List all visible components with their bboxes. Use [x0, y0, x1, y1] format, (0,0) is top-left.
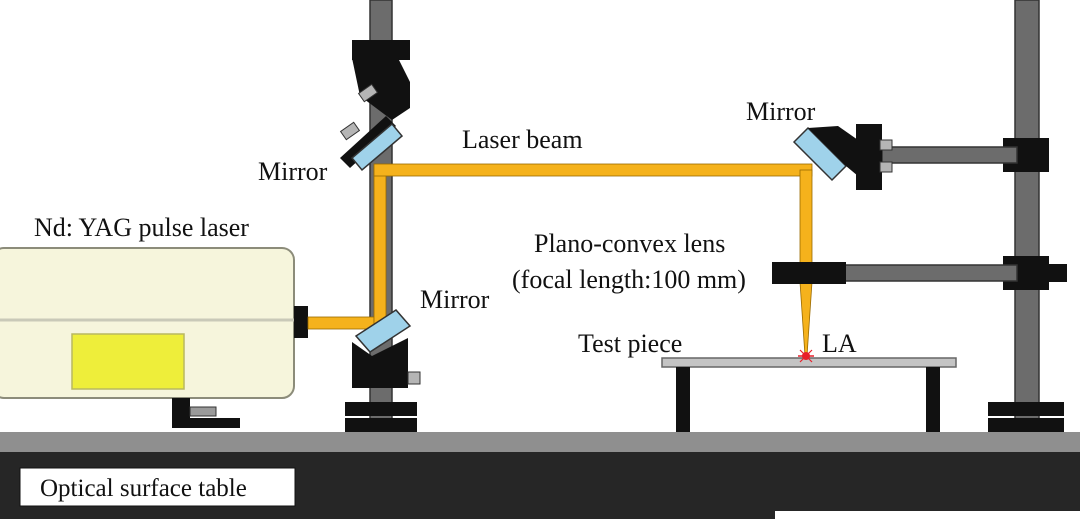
left-post-base-lower	[345, 418, 417, 432]
lower-left-mirror-label: Mirror	[420, 285, 490, 314]
laser-spot-ray-d2	[799, 349, 813, 363]
right-mount-screw-2	[879, 161, 893, 173]
upper-mirror-holder	[340, 116, 396, 168]
test-piece-stage: Test piece LA	[578, 329, 957, 432]
right-post-assembly	[988, 0, 1067, 432]
lens-holder: Plano-convex lens (focal length:100 mm)	[512, 229, 846, 294]
laser-beam-path	[307, 163, 813, 357]
upper-mount-body	[352, 58, 410, 120]
laser-spot	[798, 349, 814, 363]
laser-beam-label: Laser beam	[462, 125, 583, 154]
beam-segment-horizontal-top	[373, 163, 813, 177]
lower-left-mirror-glass	[354, 309, 412, 353]
right-mount-plate	[856, 124, 882, 190]
test-piece-leg-right	[926, 367, 940, 432]
right-post-base-lower	[988, 418, 1064, 432]
laser-source-label: Nd: YAG pulse laser	[34, 213, 249, 242]
laser-aperture	[294, 306, 308, 338]
upper-mount-screw-2	[339, 121, 361, 141]
optical-table-label: Optical surface table	[40, 475, 247, 502]
laser-foot-screw	[189, 406, 217, 417]
optical-table: Optical surface table	[0, 432, 1080, 519]
upper-cross-rod	[881, 146, 1018, 164]
right-mount-wedge	[808, 126, 858, 176]
test-piece-leg-left	[676, 367, 690, 432]
upper-left-mirror-glass	[350, 122, 404, 172]
upper-left-mirror-label: Mirror	[258, 157, 328, 186]
beam-segment-vertical-left	[373, 165, 387, 330]
lower-mount-body	[352, 338, 408, 388]
laser-window	[71, 333, 185, 390]
right-mirror-mount: Mirror	[746, 97, 893, 190]
nd-yag-laser: Nd: YAG pulse laser	[0, 213, 308, 428]
lower-cross-rod	[844, 264, 1018, 282]
table-edge-highlight	[775, 511, 1080, 519]
lower-mount-screw	[407, 371, 421, 385]
right-mount-screw-1	[879, 139, 893, 151]
test-piece-label: Test piece	[578, 329, 682, 358]
lens-focal-label: (focal length:100 mm)	[512, 265, 746, 294]
upper-mount-screw-1	[357, 83, 379, 103]
beam-segment-laser-output	[307, 316, 375, 330]
upper-mount-clamp	[352, 40, 410, 60]
lens-name-label: Plano-convex lens	[534, 229, 725, 258]
beam-segment-focused	[799, 281, 813, 357]
optical-table-top	[0, 432, 1080, 452]
right-post	[1014, 0, 1040, 421]
lens-holder-body	[772, 262, 846, 284]
right-post-clamp-knob	[1049, 264, 1067, 282]
la-label: LA	[822, 329, 857, 358]
beam-segment-to-lens	[799, 169, 813, 265]
right-post-base-upper	[988, 402, 1064, 416]
upper-left-mirror-mount: Mirror	[258, 40, 410, 186]
laser-foot-bracket	[172, 398, 240, 428]
lower-left-mirror-mount: Mirror	[352, 285, 490, 388]
left-post-base-upper	[345, 402, 417, 416]
optical-table-label-box	[19, 467, 296, 507]
right-mirror-label: Mirror	[746, 97, 816, 126]
